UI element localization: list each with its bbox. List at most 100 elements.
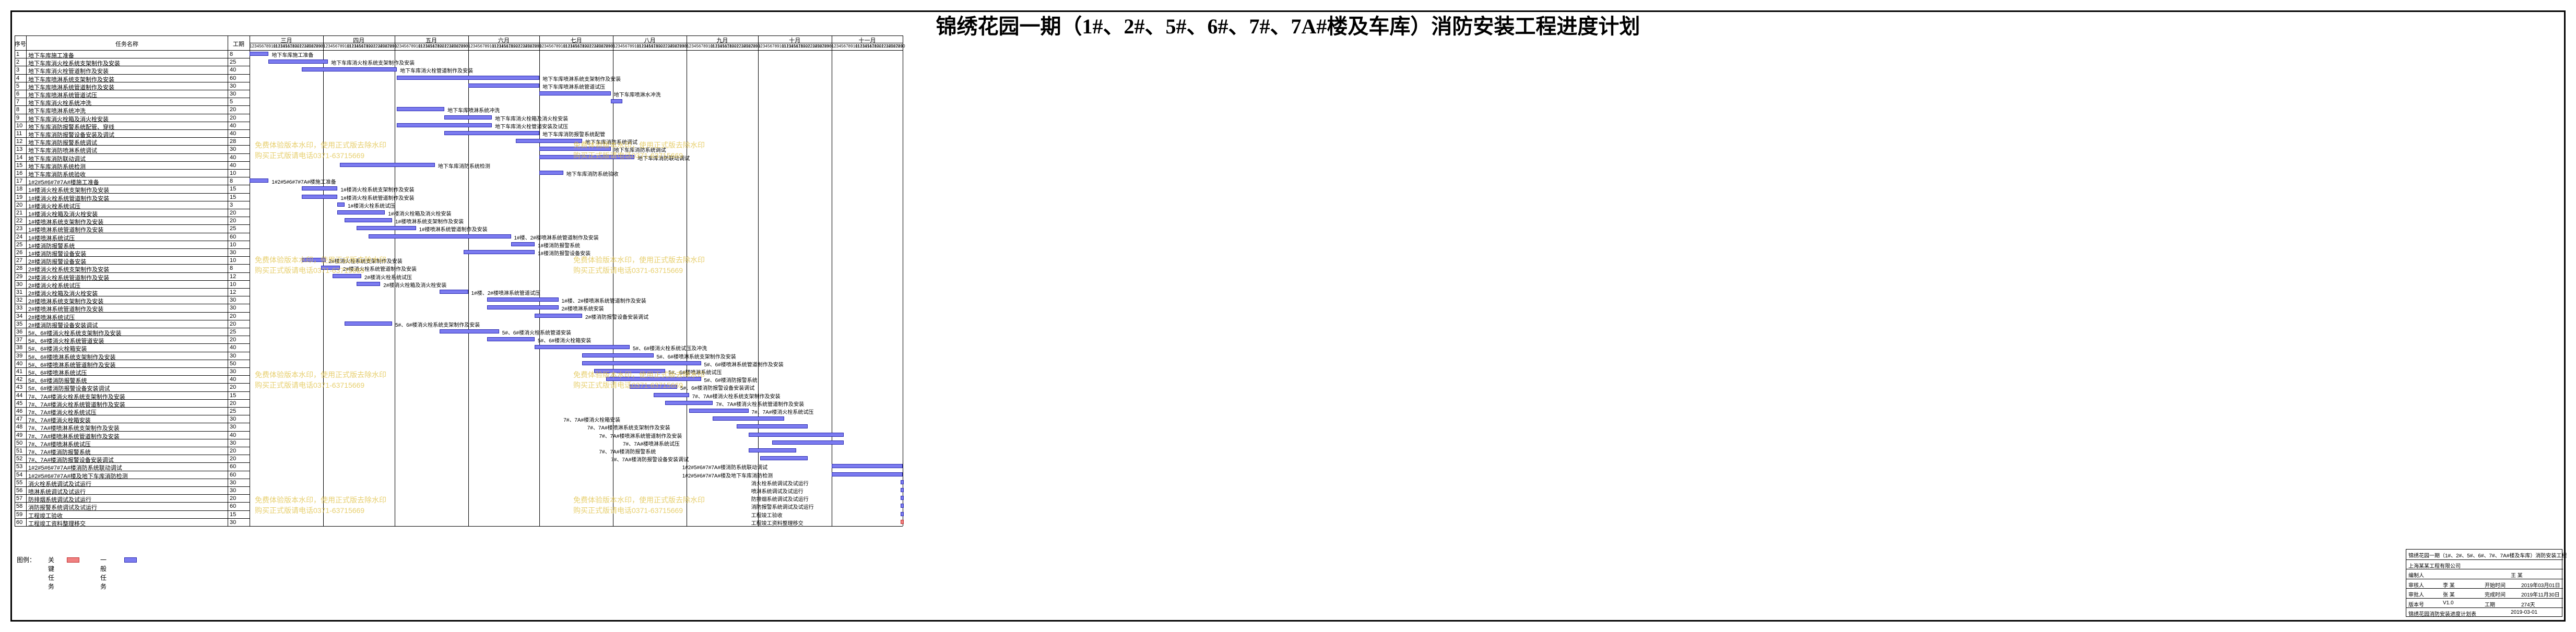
task-bar[interactable] bbox=[831, 472, 903, 476]
task-bar[interactable] bbox=[345, 218, 392, 223]
watermark-line1: 免费体验版本水印，使用正式版去除水印 bbox=[573, 256, 705, 264]
task-bar[interactable] bbox=[831, 464, 903, 469]
task-name: 1#楼消火栓系统管道制作及安装 bbox=[28, 195, 110, 202]
task-bar[interactable] bbox=[539, 147, 611, 151]
info-cell: 工期 bbox=[2485, 602, 2495, 608]
row-divider bbox=[15, 343, 250, 344]
task-bar[interactable] bbox=[302, 194, 338, 199]
task-bar[interactable] bbox=[900, 480, 904, 484]
month-label: 五月 bbox=[426, 38, 438, 44]
day-number: 1 bbox=[613, 44, 616, 49]
task-bar[interactable] bbox=[511, 242, 535, 246]
day-number: 15 bbox=[572, 44, 577, 49]
task-bar[interactable] bbox=[535, 313, 582, 318]
day-number: 3 bbox=[836, 44, 839, 49]
task-bar[interactable] bbox=[582, 353, 654, 357]
task-bar[interactable] bbox=[630, 385, 677, 389]
task-bar[interactable] bbox=[302, 67, 397, 72]
task-bar[interactable] bbox=[463, 250, 535, 254]
task-bar[interactable] bbox=[302, 186, 338, 191]
task-bar[interactable] bbox=[535, 345, 630, 350]
grid-line bbox=[15, 35, 903, 36]
task-bar-label: 5#、6#楼消防报警系统 bbox=[704, 378, 758, 384]
task-bar[interactable] bbox=[539, 91, 611, 96]
task-bar[interactable] bbox=[440, 329, 499, 333]
task-duration: 8 bbox=[230, 51, 233, 57]
task-bar[interactable] bbox=[468, 83, 540, 88]
day-number: 28 bbox=[751, 44, 755, 49]
row-divider bbox=[15, 153, 250, 154]
task-bar[interactable] bbox=[900, 488, 904, 492]
task-no: 29 bbox=[16, 273, 23, 280]
task-bar[interactable] bbox=[594, 369, 666, 373]
task-bar[interactable] bbox=[760, 456, 808, 461]
task-bar[interactable] bbox=[772, 440, 844, 445]
task-bar[interactable] bbox=[515, 139, 582, 144]
task-duration: 20 bbox=[230, 448, 237, 454]
task-bar[interactable] bbox=[397, 107, 445, 112]
task-bar[interactable] bbox=[440, 290, 468, 294]
task-bar[interactable] bbox=[444, 115, 492, 120]
task-bar[interactable] bbox=[333, 273, 361, 278]
task-bar[interactable] bbox=[582, 361, 701, 365]
task-bar[interactable] bbox=[900, 496, 904, 500]
day-number: 13 bbox=[715, 44, 720, 49]
task-bar[interactable] bbox=[397, 75, 540, 80]
day-number: 6 bbox=[770, 44, 772, 49]
task-bar[interactable] bbox=[487, 305, 559, 310]
watermark: 免费体验版本水印，使用正式版去除水印购买正式版请电话0371-63715669 bbox=[255, 369, 386, 390]
task-bar[interactable] bbox=[339, 162, 435, 167]
task-bar[interactable] bbox=[900, 519, 904, 524]
task-bar[interactable] bbox=[250, 178, 269, 183]
task-bar[interactable] bbox=[397, 123, 492, 127]
day-number: 17 bbox=[796, 44, 801, 49]
task-bar[interactable] bbox=[250, 52, 269, 56]
task-bar[interactable] bbox=[900, 511, 904, 516]
task-bar[interactable] bbox=[653, 392, 689, 397]
task-name: 7#、7A#楼喷淋系统试压 bbox=[28, 441, 91, 448]
task-bar[interactable] bbox=[748, 448, 796, 452]
task-name: 地下车库消防喷淋系统调试 bbox=[28, 148, 97, 154]
task-bar[interactable] bbox=[487, 337, 535, 342]
task-bar[interactable] bbox=[268, 59, 328, 64]
task-bar[interactable] bbox=[337, 202, 345, 207]
task-bar[interactable] bbox=[606, 377, 701, 381]
day-number: 6 bbox=[843, 44, 846, 49]
day-number: 15 bbox=[719, 44, 725, 49]
task-bar[interactable] bbox=[610, 99, 623, 104]
task-bar[interactable] bbox=[356, 226, 416, 231]
day-number: 31 bbox=[829, 44, 834, 49]
task-bar[interactable] bbox=[444, 131, 540, 135]
day-number: 9 bbox=[850, 44, 853, 49]
task-bar[interactable] bbox=[487, 297, 559, 302]
task-bar[interactable] bbox=[900, 504, 904, 508]
day-number: 19 bbox=[800, 44, 806, 49]
task-bar[interactable] bbox=[302, 258, 326, 263]
task-bar[interactable] bbox=[748, 432, 844, 437]
task-duration: 30 bbox=[230, 352, 237, 359]
task-bar[interactable] bbox=[539, 171, 563, 175]
task-no: 7 bbox=[16, 99, 20, 105]
task-bar[interactable] bbox=[689, 409, 749, 413]
task-bar[interactable] bbox=[665, 400, 713, 405]
row-divider bbox=[15, 145, 250, 146]
task-bar[interactable] bbox=[368, 234, 511, 239]
day-number: 22 bbox=[299, 44, 304, 49]
task-bar[interactable] bbox=[736, 424, 808, 429]
task-bar-label: 地下车库喷淋系统冲洗 bbox=[447, 108, 500, 114]
task-bar[interactable] bbox=[713, 416, 784, 421]
task-no: 3 bbox=[16, 67, 20, 74]
task-bar[interactable] bbox=[356, 281, 381, 286]
task-duration: 8 bbox=[230, 265, 233, 272]
task-bar-label: 地下车库消火栓系统支架制作及安装 bbox=[331, 61, 415, 67]
task-bar[interactable] bbox=[539, 154, 635, 159]
watermark-line1: 免费体验版本水印，使用正式版去除水印 bbox=[255, 256, 386, 264]
task-bar-label: 5#、6#楼消防报警设备安装调试 bbox=[680, 386, 755, 392]
day-number: 29 bbox=[389, 44, 395, 49]
task-no: 19 bbox=[16, 194, 23, 200]
task-bar[interactable] bbox=[321, 266, 340, 270]
task-bar[interactable] bbox=[345, 321, 392, 326]
day-number: 23 bbox=[883, 44, 889, 49]
task-bar[interactable] bbox=[337, 210, 385, 214]
task-bar-label: 地下车库喷淋水冲洗 bbox=[613, 92, 661, 98]
